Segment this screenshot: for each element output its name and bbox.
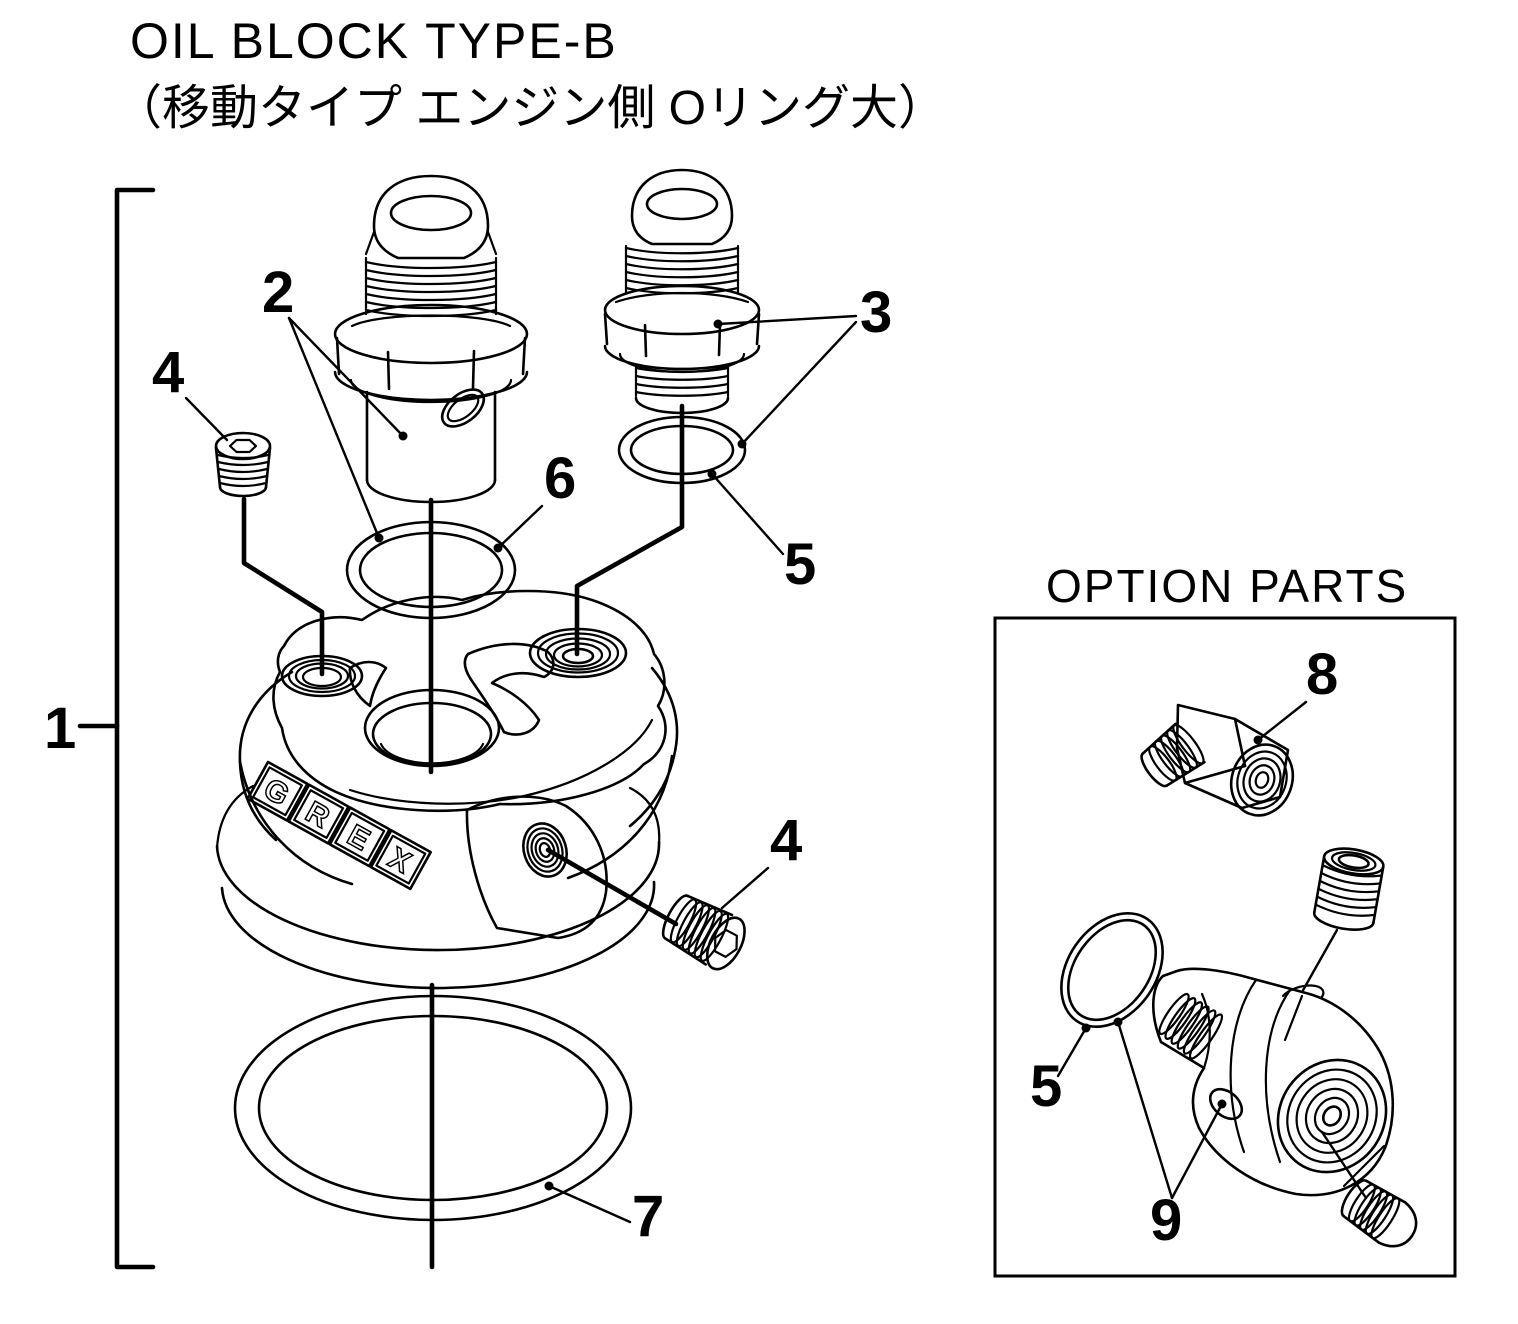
relocation-fitting-drawing [1151, 967, 1395, 1197]
page-title: OIL BLOCK TYPE-B [130, 13, 618, 69]
oil-block-body-drawing: G R E X [215, 589, 679, 1270]
part-label-7: 7 [632, 1184, 664, 1249]
part-label-5-option: 5 [1030, 1054, 1062, 1119]
part-label-6: 6 [544, 446, 576, 511]
option-plug-bottom-drawing [1320, 1130, 1418, 1248]
part-label-3: 3 [860, 280, 892, 345]
option-parts-box [993, 616, 1457, 1278]
option-plug-top-drawing [1281, 847, 1385, 1000]
leader-lines-main [184, 314, 858, 1224]
oring-6-drawing [345, 520, 517, 620]
part-label-4-left: 4 [152, 340, 184, 405]
part-label-8: 8 [1306, 642, 1338, 707]
part-label-4-right: 4 [770, 808, 802, 873]
option-parts-title: OPTION PARTS [1046, 560, 1408, 612]
set-screw-left-drawing [214, 431, 325, 677]
center-fitting-drawing [333, 174, 529, 775]
right-fitting-drawing [574, 168, 761, 657]
grex-logo: G R E X [246, 760, 432, 891]
oring-7-drawing [233, 994, 633, 1222]
adapter-fitting-drawing [1140, 703, 1295, 817]
part-label-9: 9 [1150, 1188, 1182, 1253]
assembly-bracket [77, 187, 156, 1270]
part-label-2: 2 [262, 260, 294, 325]
part-label-1: 1 [44, 696, 76, 761]
leader-lines-option [1056, 700, 1308, 1200]
part-label-5: 5 [784, 532, 816, 597]
set-screw-right-drawing [545, 847, 746, 971]
oring-option-drawing [1060, 911, 1164, 1029]
oring-5-drawing [617, 415, 747, 485]
page-subtitle: （移動タイプ エンジン側 Oリング大） [114, 82, 946, 135]
